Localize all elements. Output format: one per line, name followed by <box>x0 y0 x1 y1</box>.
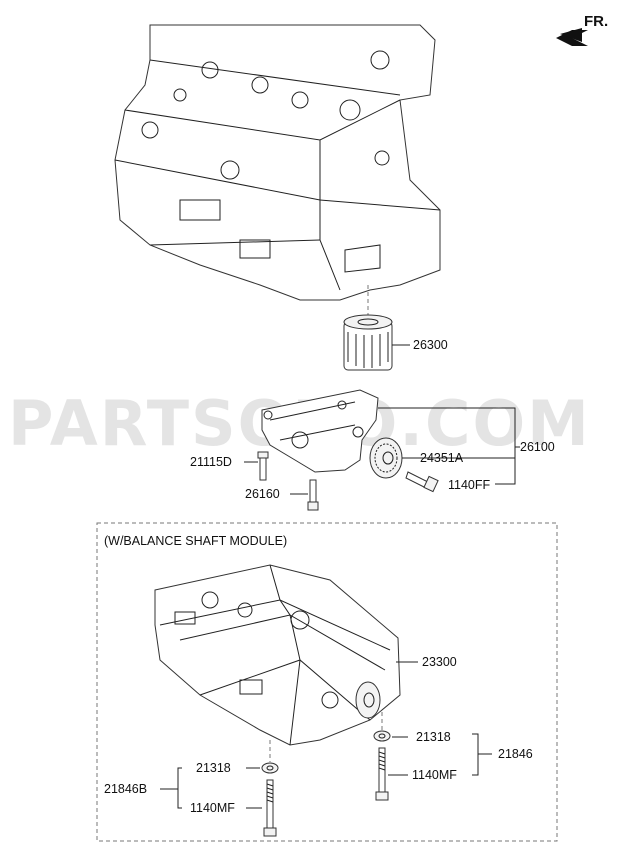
washer-21318-right <box>373 730 391 742</box>
bolt-1140mf-left <box>263 779 277 837</box>
balance-shaft-module <box>154 564 401 746</box>
label-21318-right: 21318 <box>416 730 451 744</box>
label-21115d: 21115D <box>190 455 232 469</box>
label-21846b: 21846B <box>104 782 147 796</box>
balance-shaft-module-box <box>96 522 558 842</box>
oil-pump-sprocket <box>369 437 403 479</box>
bolt-21115d <box>257 451 269 481</box>
label-26100: 26100 <box>520 440 555 454</box>
label-1140mf-right: 1140MF <box>412 768 457 782</box>
label-26160: 26160 <box>245 487 280 501</box>
engine-block <box>114 24 441 301</box>
label-24351a: 24351A <box>420 451 464 465</box>
oil-filter <box>343 285 410 371</box>
leader-26100 <box>378 407 516 485</box>
label-26300: 26300 <box>413 338 448 352</box>
label-23300: 23300 <box>422 655 457 669</box>
box-title: (W/BALANCE SHAFT MODULE) <box>104 534 287 548</box>
washer-21318-left <box>261 762 279 774</box>
front-direction-label: FR. <box>584 13 608 30</box>
label-21846: 21846 <box>498 747 533 761</box>
bolt-1140ff <box>405 471 439 493</box>
label-21318-left: 21318 <box>196 761 231 775</box>
front-direction-arrow-icon <box>556 28 588 46</box>
label-1140mf-left: 1140MF <box>190 801 235 815</box>
bolt-26160 <box>307 479 319 511</box>
bolt-1140mf-right <box>375 747 389 801</box>
label-1140ff: 1140FF <box>448 478 491 492</box>
oil-pump-housing <box>261 389 379 473</box>
